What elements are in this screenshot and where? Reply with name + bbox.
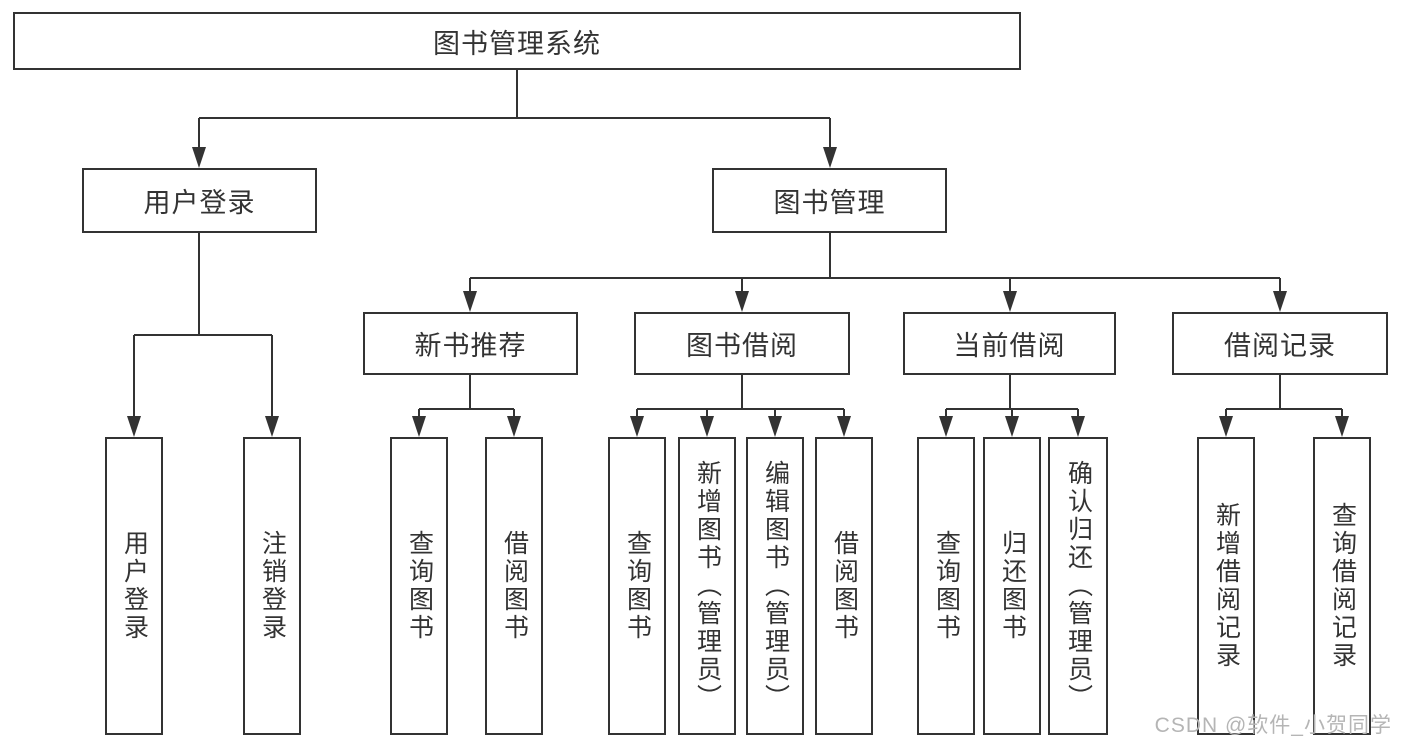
node-book-borrowing: 图书借阅 <box>634 312 850 375</box>
leaf-logout: 注销登录 <box>243 437 301 735</box>
node-label: 用户登录 <box>143 188 256 218</box>
node-label: 查询图书 <box>405 530 434 642</box>
node-label: 注销登录 <box>258 530 287 642</box>
csdn-watermark: CSDN @软件_小贺同学 <box>1154 714 1392 737</box>
node-label: 确认归还（管理员） <box>1064 460 1093 712</box>
node-label: 归还图书 <box>998 530 1027 642</box>
node-library-management-system: 图书管理系统 <box>13 12 1021 70</box>
node-borrowing-records: 借阅记录 <box>1172 312 1388 375</box>
leaf-query-borrow-record: 查询借阅记录 <box>1313 437 1371 735</box>
node-label: 借阅图书 <box>500 530 529 642</box>
node-label: 当前借阅 <box>953 331 1066 361</box>
node-label: 借阅记录 <box>1224 331 1336 361</box>
leaf-query-books-current: 查询图书 <box>917 437 975 735</box>
leaf-return-books: 归还图书 <box>983 437 1041 735</box>
node-label: 用户登录 <box>120 530 149 642</box>
leaf-user-login: 用户登录 <box>105 437 163 735</box>
leaf-add-books-admin: 新增图书（管理员） <box>678 437 736 735</box>
leaf-query-books-borrowing: 查询图书 <box>608 437 666 735</box>
node-label: 图书管理 <box>773 188 886 218</box>
leaf-add-borrow-record: 新增借阅记录 <box>1197 437 1255 735</box>
node-label: 查询图书 <box>623 530 652 642</box>
node-label: 新增借阅记录 <box>1212 502 1241 670</box>
node-current-borrowing: 当前借阅 <box>903 312 1116 375</box>
leaf-confirm-return-admin: 确认归还（管理员） <box>1048 437 1108 735</box>
leaf-borrow-books: 借阅图书 <box>815 437 873 735</box>
node-label: 借阅图书 <box>830 530 859 642</box>
node-label: 新增图书（管理员） <box>693 460 722 712</box>
node-label: 图书管理系统 <box>433 28 601 59</box>
node-book-management: 图书管理 <box>712 168 947 233</box>
node-label: 新书推荐 <box>414 331 527 361</box>
node-user-login: 用户登录 <box>82 168 317 233</box>
node-label: 编辑图书（管理员） <box>761 460 790 712</box>
leaf-edit-books-admin: 编辑图书（管理员） <box>746 437 804 735</box>
leaf-query-books-recommend: 查询图书 <box>390 437 448 735</box>
node-label: 图书借阅 <box>686 331 798 361</box>
node-label: 查询图书 <box>932 530 961 642</box>
leaf-borrow-books-recommend: 借阅图书 <box>485 437 543 735</box>
node-new-book-recommendation: 新书推荐 <box>363 312 578 375</box>
node-label: 查询借阅记录 <box>1328 502 1357 670</box>
